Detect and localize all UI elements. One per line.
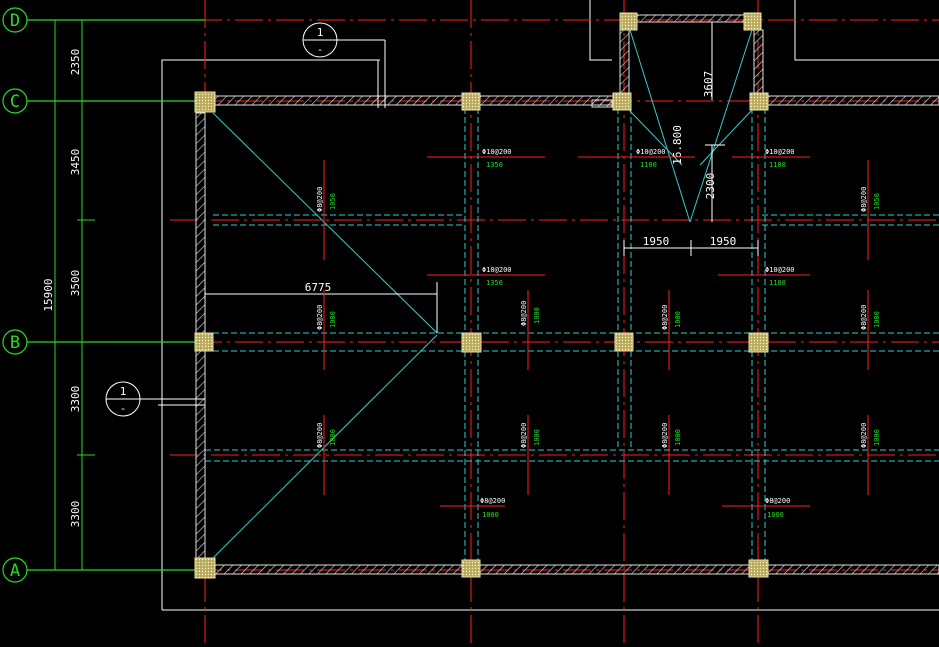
- svg-text:1100: 1100: [640, 161, 657, 169]
- dim-stair-left: 1950: [643, 235, 670, 248]
- column: [461, 332, 482, 353]
- rebar-lines: [323, 156, 869, 507]
- svg-text:Φ10@200: Φ10@200: [765, 266, 795, 274]
- svg-text:Φ8@200: Φ8@200: [316, 187, 324, 212]
- dim-stair-3607: 3607: [702, 71, 715, 98]
- svg-text:1000: 1000: [873, 429, 881, 446]
- svg-text:Φ8@200: Φ8@200: [765, 497, 790, 505]
- rebar-b-3: Φ8@200 1000: [661, 305, 682, 330]
- svg-text:Φ8@200: Φ8@200: [860, 305, 868, 330]
- rebar-v-2: Φ8@200 1050: [860, 187, 881, 212]
- column: [748, 559, 769, 578]
- column: [749, 92, 769, 111]
- building-outline: [161, 0, 939, 611]
- svg-text:1000: 1000: [873, 311, 881, 328]
- svg-text:Φ8@200: Φ8@200: [316, 423, 324, 448]
- rebar-l-4: Φ8@200 1000: [860, 423, 881, 448]
- svg-text:Φ8@200: Φ8@200: [661, 423, 669, 448]
- dim-stair-2300: 2300: [704, 173, 717, 200]
- svg-text:1000: 1000: [674, 311, 682, 328]
- column: [619, 12, 638, 31]
- column: [743, 12, 762, 31]
- svg-text:1350: 1350: [486, 161, 503, 169]
- columns: [194, 12, 769, 579]
- rebar-h-c-2: Φ10@200 1100: [636, 148, 666, 169]
- svg-text:Φ10@200: Φ10@200: [636, 148, 666, 156]
- rebar-b-2: Φ8@200 1000: [520, 301, 541, 326]
- column: [461, 92, 481, 111]
- section-mark-left-sheet: -: [120, 402, 127, 415]
- svg-text:1000: 1000: [674, 429, 682, 446]
- column: [612, 92, 632, 111]
- rebar-l-2: Φ8@200 1000: [520, 423, 541, 448]
- section-mark-top-sheet: -: [317, 43, 324, 56]
- rebar-a-1: Φ8@200 1000: [480, 497, 505, 519]
- column: [194, 557, 216, 579]
- rebar-b-4: Φ8@200 1000: [860, 305, 881, 330]
- svg-text:1100: 1100: [769, 161, 786, 169]
- svg-text:Φ8@200: Φ8@200: [860, 187, 868, 212]
- dim-dc: 2350: [69, 49, 82, 76]
- svg-text:Φ10@200: Φ10@200: [482, 148, 512, 156]
- section-mark-top[interactable]: [302, 22, 386, 108]
- dimension-6775: [204, 282, 438, 333]
- svg-text:Φ8@200: Φ8@200: [520, 301, 528, 326]
- grid-label-b: B: [10, 333, 20, 353]
- svg-text:Φ10@200: Φ10@200: [482, 266, 512, 274]
- section-mark-left-number: 1: [120, 385, 127, 398]
- column: [194, 91, 216, 113]
- rebar-l-1: Φ8@200 1000: [316, 423, 337, 448]
- dim-cb2: 3500: [69, 270, 82, 297]
- rebar-b-1: Φ8@200 1000: [316, 305, 337, 330]
- svg-text:Φ8@200: Φ8@200: [520, 423, 528, 448]
- svg-text:Φ8@200: Φ8@200: [860, 423, 868, 448]
- column: [461, 559, 481, 578]
- rebar-v-1: Φ8@200 1050: [316, 187, 337, 212]
- dim-ba1: 3300: [69, 386, 82, 413]
- svg-text:1000: 1000: [329, 429, 337, 446]
- grid-label-c: C: [10, 92, 20, 112]
- svg-text:Φ8@200: Φ8@200: [480, 497, 505, 505]
- rebar-l-3: Φ8@200 1000: [661, 423, 682, 448]
- column: [194, 332, 214, 352]
- svg-text:1000: 1000: [533, 307, 541, 324]
- dim-6775: 6775: [305, 281, 332, 294]
- section-mark-top-number: 1: [317, 26, 324, 39]
- svg-text:Φ8@200: Φ8@200: [316, 305, 324, 330]
- svg-text:1050: 1050: [873, 193, 881, 210]
- dim-cb1: 3450: [69, 149, 82, 176]
- rebar-h-c-3: Φ10@200 1100: [765, 148, 795, 169]
- svg-text:1050: 1050: [329, 193, 337, 210]
- dimension-stair-1950: [623, 22, 759, 256]
- dim-total: 15900: [42, 278, 55, 311]
- rebar-h-c-1: Φ10@200 1350: [482, 148, 512, 169]
- svg-text:1350: 1350: [486, 279, 503, 287]
- dim-ba2: 3300: [69, 501, 82, 528]
- svg-text:1000: 1000: [329, 311, 337, 328]
- svg-text:1000: 1000: [482, 511, 499, 519]
- grid-bubbles: [2, 7, 205, 583]
- rebar-a-2: Φ8@200 1000: [765, 497, 790, 519]
- svg-text:Φ8@200: Φ8@200: [661, 305, 669, 330]
- svg-text:Φ10@200: Φ10@200: [765, 148, 795, 156]
- dim-stair-right: 1950: [710, 235, 737, 248]
- vertical-dimension-chain: [50, 19, 95, 571]
- grid-label-d: D: [10, 11, 20, 31]
- section-mark-left[interactable]: [105, 381, 205, 417]
- elevation-label: 16.800: [671, 125, 684, 165]
- stair-opening-lines: [212, 29, 753, 559]
- svg-text:1000: 1000: [767, 511, 784, 519]
- rebar-h-m-1: Φ10@200 1350: [482, 266, 512, 287]
- beams: [205, 108, 939, 562]
- svg-text:1100: 1100: [769, 279, 786, 287]
- rebar-h-m-2: Φ10@200 1100: [765, 266, 795, 287]
- column: [748, 332, 769, 353]
- grid-label-a: A: [10, 561, 20, 581]
- svg-text:1000: 1000: [533, 429, 541, 446]
- column: [614, 332, 634, 352]
